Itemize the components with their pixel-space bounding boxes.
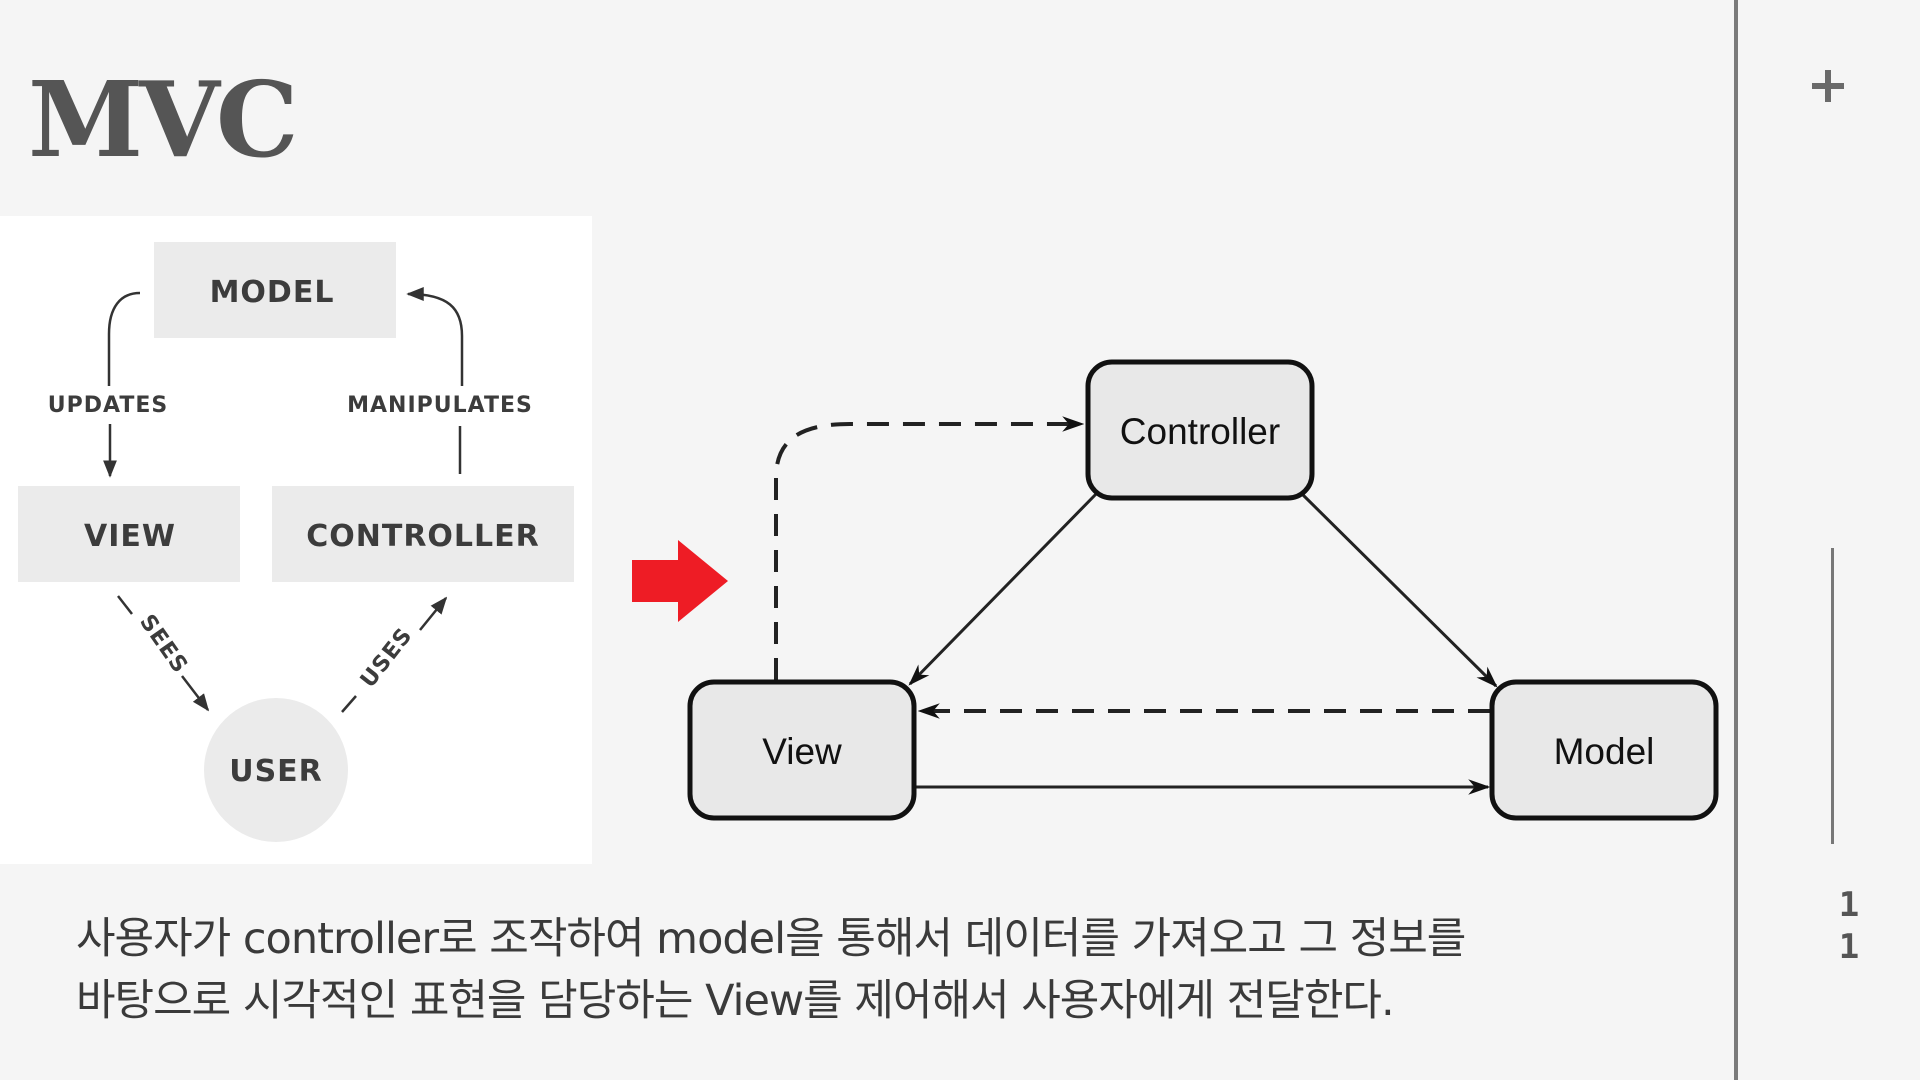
page-number: 1 1 (1834, 884, 1864, 968)
controller-box (272, 486, 574, 582)
view-node-label: View (762, 731, 842, 772)
updates-arrow-top (107, 291, 141, 386)
view-label: VIEW (84, 519, 176, 554)
user-label: USER (229, 754, 323, 789)
caption-line-1: 사용자가 controller로 조작하여 model을 통해서 데이터를 가져… (76, 914, 1466, 964)
caption-line-2: 바탕으로 시각적인 표현을 담당하는 View를 제어해서 사용자에게 전달한다… (76, 976, 1395, 1026)
manipulates-label: MANIPULATES (347, 393, 533, 418)
arrow-right-icon (632, 540, 728, 622)
sees-arrow-end (181, 675, 210, 712)
controller-to-view-arrow (908, 490, 1100, 686)
view-box (18, 486, 240, 582)
controller-label: CONTROLLER (306, 519, 540, 554)
model-node-label: Model (1554, 731, 1655, 772)
slide-title: MVC (28, 58, 299, 181)
manipulates-arrow-top (406, 287, 464, 386)
red-arrow-shape (632, 540, 728, 622)
model-label: MODEL (210, 275, 335, 310)
page-number-digit-2: 1 (1838, 927, 1860, 967)
uses-arrow-start (341, 695, 357, 713)
model-node (1489, 679, 1719, 821)
controller-node-label: Controller (1120, 411, 1280, 452)
page-number-digit-1: 1 (1838, 885, 1860, 925)
slide-progress-track[interactable] (1831, 548, 1834, 844)
mvc-simple-diagram: MODEL VIEW CONTROLLER USER UPDATES MANIP… (0, 216, 592, 864)
controller-to-model-arrow (1298, 490, 1498, 688)
plus-icon[interactable] (1810, 68, 1846, 104)
updates-label: UPDATES (48, 393, 168, 418)
sidebar-divider (1734, 0, 1738, 1080)
user-circle (204, 698, 348, 842)
model-box (154, 242, 396, 338)
uses-arrow-end (419, 596, 448, 631)
mvc-simple-diagram-svg: MODEL VIEW CONTROLLER USER UPDATES MANIP… (18, 242, 574, 842)
slide-caption: 사용자가 controller로 조작하여 model을 통해서 데이터를 가져… (76, 908, 1576, 1032)
controller-node (1085, 359, 1315, 501)
view-node (687, 679, 917, 821)
sees-arrow-start (117, 595, 133, 615)
view-to-controller-dashed (774, 416, 1085, 680)
